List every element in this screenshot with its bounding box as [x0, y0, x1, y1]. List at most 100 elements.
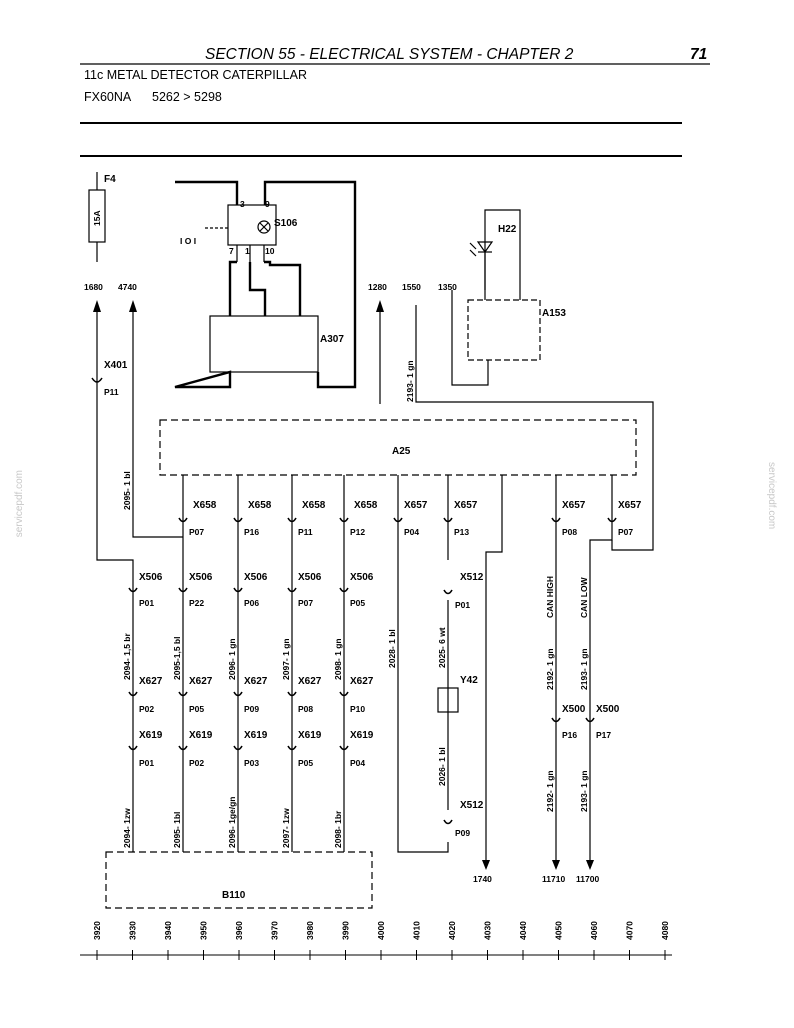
- diagram-subtitle: 11c METAL DETECTOR CATERPILLAR: [84, 68, 307, 82]
- x619-plug: [287, 745, 297, 751]
- x506-plug: [178, 587, 188, 593]
- grid-ref-label: 4040: [518, 921, 528, 940]
- wire-label-upper: 2098- 1 gn: [333, 638, 343, 680]
- switch-pin-10: 10: [265, 246, 275, 256]
- x627-connector: X627: [189, 676, 213, 687]
- x500-pin: P17: [596, 730, 611, 740]
- wire-label-lower: 2097- 1zw: [281, 808, 291, 848]
- x658-pin: P12: [350, 527, 365, 537]
- wire-2028: 2028- 1 bl: [387, 629, 397, 668]
- watermark-right: servicepdf.com: [766, 462, 777, 530]
- a307-box: [209, 315, 319, 373]
- x619-plug: [339, 745, 349, 751]
- x658-plug: [233, 517, 243, 523]
- x657-pin: P08: [562, 527, 577, 537]
- x657-connector: X657: [562, 500, 586, 511]
- x512-bottom-pin: P09: [455, 828, 470, 838]
- switch-pin-3: 3: [240, 199, 245, 209]
- wire-label-upper: 2094- 1,5 br: [122, 633, 132, 680]
- x657-pin: P13: [454, 527, 469, 537]
- lamp-h22: [469, 209, 521, 300]
- x619-pin: P04: [350, 758, 365, 768]
- x657-plug: [551, 517, 561, 523]
- x506-connector: X506: [350, 572, 374, 583]
- wire-label-lower: 2094- 1zw: [122, 808, 132, 848]
- x658-plug: [178, 517, 188, 523]
- x500-pin: P16: [562, 730, 577, 740]
- a25-box: [159, 419, 637, 476]
- wire-label-upper: 2095-1,5 bl: [172, 637, 182, 680]
- grid-ref-label: 3950: [199, 921, 209, 940]
- switch-s106: [205, 204, 277, 262]
- x658-connector: X658: [248, 500, 272, 511]
- x512-bottom-plug: [443, 819, 453, 825]
- a153-box: [467, 299, 541, 361]
- x506-plug: [233, 587, 243, 593]
- x657-plug: [443, 517, 453, 523]
- x401-connector: X401: [104, 360, 128, 371]
- wire-2025: 2025- 6 wt: [437, 627, 447, 668]
- x627-connector: X627: [350, 676, 374, 687]
- grid-ref-label: 4010: [412, 921, 422, 940]
- x627-pin: P08: [298, 704, 313, 714]
- x627-connector: X627: [298, 676, 322, 687]
- x512-top-pin: P01: [455, 600, 470, 610]
- ref-1740: 1740: [473, 874, 492, 884]
- a307-housing: [174, 180, 357, 389]
- x619-plug: [128, 745, 138, 751]
- reference-arrows: [93, 300, 594, 870]
- x512-top-connector: X512: [460, 572, 484, 583]
- switch-pin-7: 7: [229, 246, 234, 256]
- ref-1280: 1280: [368, 282, 387, 292]
- x500-connector: X500: [596, 704, 620, 715]
- x627-plug: [233, 691, 243, 697]
- valve-y42: [437, 687, 459, 713]
- x627-connector: X627: [244, 676, 268, 687]
- wire-label-upper: 2097- 1 gn: [281, 638, 291, 680]
- x619-connector: X619: [244, 730, 268, 741]
- x506-plug: [287, 587, 297, 593]
- x619-connector: X619: [139, 730, 163, 741]
- page-header: SECTION 55 - ELECTRICAL SYSTEM - CHAPTER…: [0, 0, 794, 160]
- x657-connector: X657: [618, 500, 642, 511]
- x658-connector: X658: [302, 500, 326, 511]
- ref-1680: 1680: [84, 282, 103, 292]
- wire-2193-top: 2193- 1 gn: [405, 360, 415, 402]
- x627-pin: P02: [139, 704, 154, 714]
- wire-label-lower: 2098- 1br: [333, 810, 343, 848]
- x627-plug: [128, 691, 138, 697]
- grid-ref-label: 3930: [128, 921, 138, 940]
- a307-label: A307: [320, 334, 344, 345]
- switch-label: S106: [274, 218, 298, 229]
- x506-connector: X506: [189, 572, 213, 583]
- x658-plug: [339, 517, 349, 523]
- wire-2026: 2026- 1 bl: [437, 747, 447, 786]
- switch-positions: I O I: [180, 236, 196, 246]
- grid-ref-label: 4020: [447, 921, 457, 940]
- x506-pin: P06: [244, 598, 259, 608]
- x500-plug: [585, 717, 595, 723]
- x506-plug: [128, 587, 138, 593]
- grid-ref-label: 4050: [554, 921, 564, 940]
- x619-pin: P05: [298, 758, 313, 768]
- a25-label: A25: [392, 446, 411, 457]
- x627-pin: P10: [350, 704, 365, 714]
- grid-ref-label: 3920: [92, 921, 102, 940]
- x506-pin: P01: [139, 598, 154, 608]
- model-code: FX60NA: [84, 90, 132, 104]
- x657-plug: [607, 517, 617, 523]
- grid-ref-label: 3960: [234, 921, 244, 940]
- lamp-label: H22: [498, 224, 517, 235]
- x506-plug: [339, 587, 349, 593]
- ref-11700: 11700: [576, 874, 599, 884]
- x658-pin: P16: [244, 527, 259, 537]
- wire-2095-top: 2095- 1 bl: [122, 471, 132, 510]
- grid-ref-label: 3990: [341, 921, 351, 940]
- x401-pin: P11: [104, 387, 119, 397]
- x506-connector: X506: [139, 572, 163, 583]
- x658-pin: P07: [189, 527, 204, 537]
- x512-top-plug: [443, 589, 453, 595]
- grid-ref-label: 4070: [625, 921, 635, 940]
- x619-pin: P03: [244, 758, 259, 768]
